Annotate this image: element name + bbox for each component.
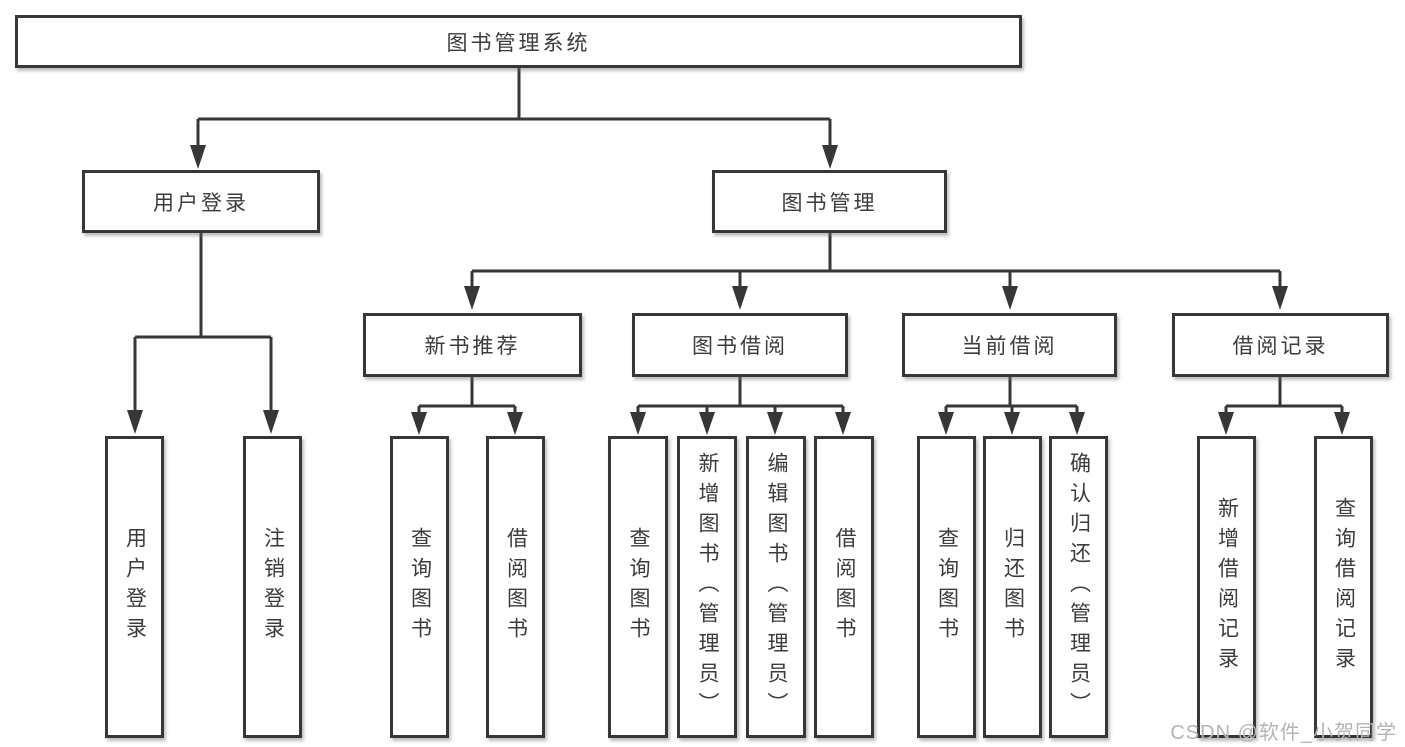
- leaf-borrow-books-label: 借阅图书: [833, 527, 856, 647]
- leaf-logout-label: 注销登录: [261, 527, 285, 647]
- leaf-confirm-return-admin: 确认归还（管理员）: [1049, 436, 1108, 738]
- leaf-newbook-query-books: 查询图书: [390, 436, 449, 738]
- node-book-borrow-label: 图书借阅: [692, 335, 788, 358]
- node-borrow-record: 借阅记录: [1172, 313, 1389, 377]
- leaf-borrow-query-books-label: 查询图书: [627, 527, 650, 647]
- leaf-user-login: 用户登录: [105, 436, 164, 738]
- leaf-edit-books-admin: 编辑图书（管理员）: [746, 436, 806, 738]
- node-root-label: 图书管理系统: [446, 31, 591, 55]
- leaf-edit-books-admin-label: 编辑图书（管理员）: [765, 452, 788, 722]
- leaf-newbook-borrow-books-label: 借阅图书: [504, 527, 528, 647]
- node-book-management: 图书管理: [712, 170, 947, 233]
- node-current-borrow-label: 当前借阅: [961, 335, 1058, 358]
- node-user-login: 用户登录: [82, 170, 320, 233]
- arrowheads: [127, 145, 1350, 435]
- leaf-add-borrow-record: 新增借阅记录: [1197, 436, 1256, 738]
- leaf-query-borrow-record-label: 查询借阅记录: [1332, 497, 1356, 677]
- leaf-borrow-books: 借阅图书: [814, 436, 874, 738]
- leaf-logout: 注销登录: [243, 436, 302, 738]
- leaf-borrow-query-books: 查询图书: [608, 436, 668, 738]
- node-book-management-label: 图书管理: [781, 191, 878, 215]
- node-book-borrow: 图书借阅: [632, 313, 848, 377]
- csdn-watermark: CSDN @软件_小贺同学: [1170, 722, 1397, 744]
- leaf-return-books-label: 归还图书: [1001, 527, 1025, 647]
- leaf-add-borrow-record-label: 新增借阅记录: [1215, 497, 1239, 677]
- node-current-borrow: 当前借阅: [902, 313, 1117, 377]
- leaf-newbook-query-books-label: 查询图书: [408, 527, 432, 647]
- node-new-book-recommend: 新书推荐: [363, 313, 582, 377]
- leaf-current-query-books-label: 查询图书: [935, 527, 959, 647]
- leaf-current-query-books: 查询图书: [917, 436, 976, 738]
- leaf-add-books-admin: 新增图书（管理员）: [677, 436, 737, 738]
- leaf-query-borrow-record: 查询借阅记录: [1314, 436, 1373, 738]
- leaf-return-books: 归还图书: [983, 436, 1042, 738]
- leaf-add-books-admin-label: 新增图书（管理员）: [696, 452, 719, 722]
- leaf-user-login-label: 用户登录: [123, 527, 147, 647]
- node-root-system: 图书管理系统: [15, 15, 1022, 68]
- node-user-login-label: 用户登录: [153, 191, 249, 215]
- node-borrow-record-label: 借阅记录: [1232, 335, 1329, 358]
- node-new-book-recommend-label: 新书推荐: [424, 335, 521, 358]
- leaf-confirm-return-admin-label: 确认归还（管理员）: [1067, 452, 1091, 722]
- leaf-newbook-borrow-books: 借阅图书: [486, 436, 545, 738]
